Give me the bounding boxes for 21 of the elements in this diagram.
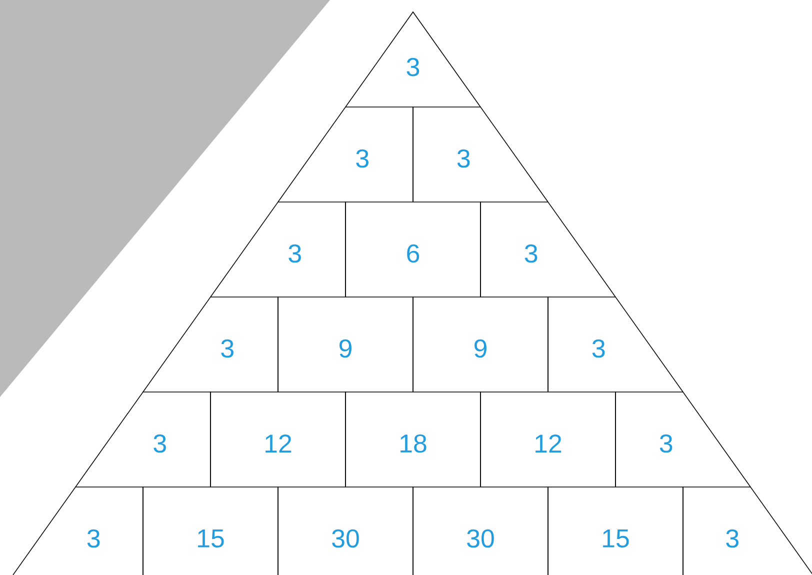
brick-cell: 3 bbox=[615, 392, 751, 488]
brick-cell: 30 bbox=[412, 486, 548, 575]
brick-cell: 6 bbox=[345, 202, 481, 298]
brick-cell: 15 bbox=[142, 486, 278, 575]
brick-cell: 3 bbox=[75, 392, 211, 488]
brick-cell: 3 bbox=[548, 296, 684, 392]
brick-cell: 3 bbox=[412, 106, 548, 202]
brick-cell: 3 bbox=[142, 296, 278, 392]
brick-cell: 12 bbox=[210, 392, 346, 488]
brick-cell: 3 bbox=[12, 486, 144, 575]
brick-cell: 3 bbox=[480, 202, 616, 298]
brick-cell: 9 bbox=[412, 296, 548, 392]
brick-cell: 30 bbox=[278, 486, 414, 575]
brick-cell: 3 bbox=[345, 11, 481, 108]
brick-cell: 3 bbox=[278, 106, 414, 202]
brick-cell: 9 bbox=[278, 296, 414, 392]
brick-cell: 3 bbox=[210, 202, 346, 298]
brick-cell: 3 bbox=[682, 486, 812, 575]
brick-cell: 15 bbox=[548, 486, 684, 575]
brick-cell: 18 bbox=[345, 392, 481, 488]
brick-cell: 12 bbox=[480, 392, 616, 488]
